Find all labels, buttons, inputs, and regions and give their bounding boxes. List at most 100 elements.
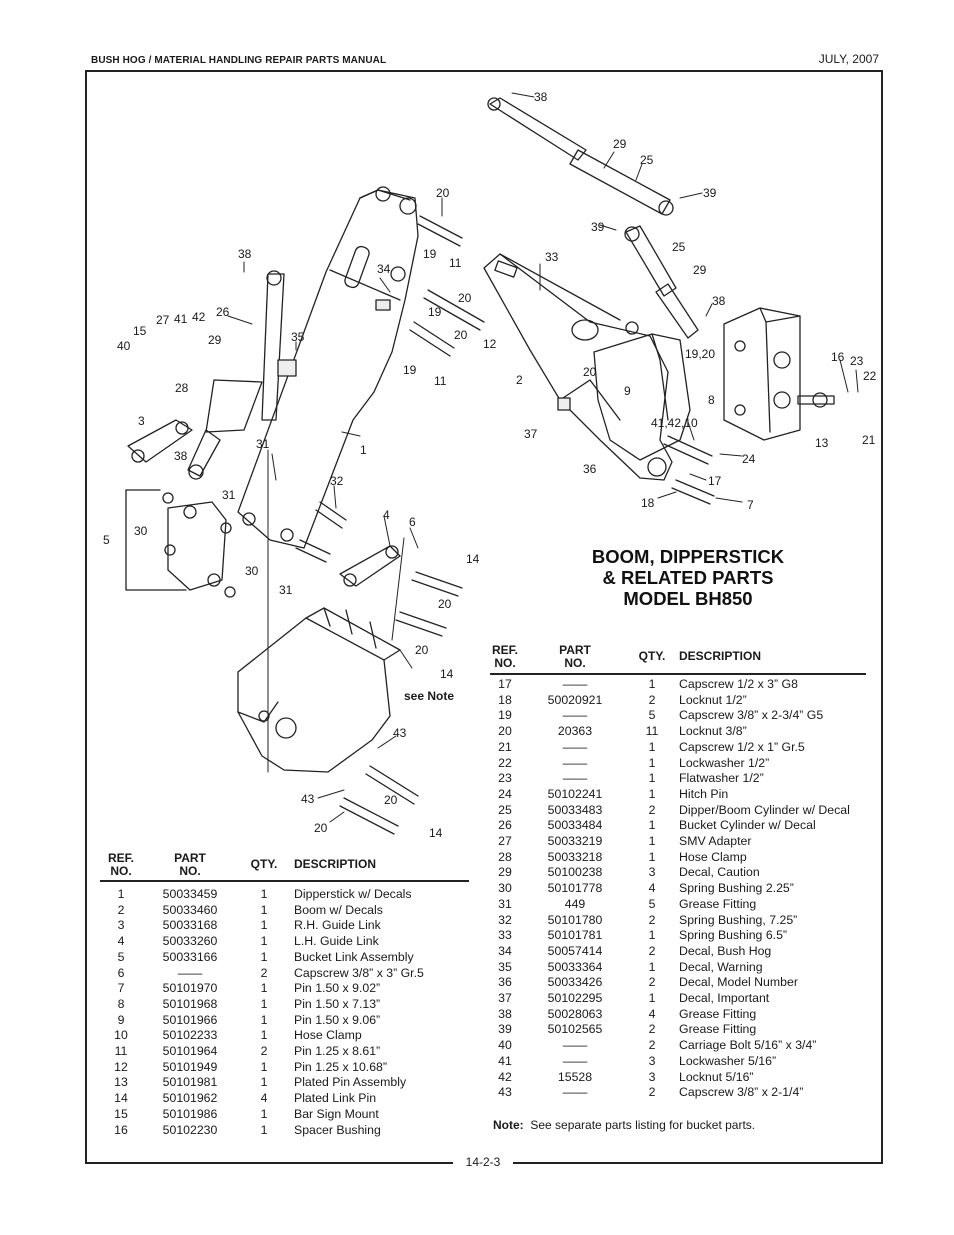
ref-cell: 36 [498, 975, 512, 990]
quantity-cell: 1 [260, 996, 268, 1011]
plated-pin-13 [797, 392, 835, 408]
callout-32: 32 [330, 474, 344, 488]
ref-cell: 35 [498, 959, 512, 974]
lh-guide-link [339, 545, 401, 587]
description-cell: Hose Clamp [294, 1028, 362, 1043]
callout-23: 23 [850, 354, 864, 368]
ref-cell: 7 [117, 981, 125, 996]
quantity-cell: 1 [260, 918, 268, 933]
part-number-cell: 50033364 [547, 959, 603, 974]
ref-cell: 34 [498, 943, 512, 958]
ref-cell: 18 [498, 692, 512, 707]
callout-1: 1 [360, 443, 367, 457]
callout-37: 37 [524, 427, 538, 441]
description-cell: SMV Adapter [679, 834, 752, 849]
quantity-cell: 3 [648, 865, 656, 880]
callout-20: 20 [415, 643, 429, 657]
part-number-cell: —— [562, 1053, 588, 1068]
description-cell: Bucket Cylinder w/ Decal [679, 818, 816, 833]
ref-cell: 15 [114, 1106, 128, 1121]
ref-cell: 27 [498, 834, 512, 849]
callout-3: 3 [138, 414, 145, 428]
callout-39: 39 [703, 186, 717, 200]
quantity-cell: 1 [260, 887, 268, 901]
section-title-line3: MODEL BH850 [623, 588, 753, 609]
description-cell: Dipperstick w/ Decals [294, 887, 412, 901]
description-cell: Bar Sign Mount [294, 1106, 379, 1121]
callout-30: 30 [245, 564, 259, 578]
bucket-note: Note: See separate parts listing for buc… [493, 1118, 755, 1132]
description-cell: Spring Bushing, 7.25” [679, 912, 798, 927]
boom-cylinder-lower [624, 225, 699, 339]
callout-26: 26 [216, 305, 230, 319]
section-title: BOOM, DIPPERSTICK & RELATED PARTS MODEL … [548, 546, 828, 609]
callout-31: 31 [222, 488, 236, 502]
quantity-cell: 2 [260, 1044, 268, 1059]
part-number-cell: 15528 [557, 1069, 593, 1084]
callout-13: 13 [815, 436, 829, 450]
quantity-cell: 1 [260, 1106, 268, 1121]
part-number-cell: 50101780 [547, 912, 603, 927]
quantity-cell: 1 [648, 991, 656, 1006]
description-cell: L.H. Guide Link [294, 934, 379, 949]
ref-cell: 37 [498, 991, 512, 1006]
callout-25: 25 [672, 240, 686, 254]
ref-cell: 39 [498, 1022, 512, 1037]
part-number-cell: 50102565 [547, 1022, 603, 1037]
boom-frame [483, 253, 673, 481]
quantity-cell: 4 [648, 881, 656, 896]
page-number: 14-2-3 [465, 1155, 501, 1169]
callout-11: 11 [449, 256, 462, 270]
description-cell: Plated Pin Assembly [294, 1075, 407, 1090]
callout-19-20: 19,20 [685, 347, 716, 361]
part-number-cell: 50101968 [162, 996, 218, 1011]
col-ref-header: REF.NO. [491, 643, 518, 670]
quantity-cell: 2 [648, 1038, 656, 1053]
callout-6: 6 [409, 515, 416, 529]
quantity-cell: 1 [260, 949, 268, 964]
description-cell: Grease Fitting [679, 896, 757, 911]
description-cell: Decal, Model Number [679, 975, 798, 990]
callout-29: 29 [613, 137, 627, 151]
callout-4: 4 [383, 508, 390, 522]
callout-29: 29 [693, 263, 707, 277]
part-number-cell: 50033459 [162, 887, 218, 901]
callout-40: 40 [117, 339, 131, 353]
part-number-cell: 50102295 [547, 991, 603, 1006]
ref-cell: 5 [117, 949, 125, 964]
description-cell: Hose Clamp [679, 849, 747, 864]
callout-16: 16 [831, 350, 845, 364]
quantity-cell: 2 [648, 912, 656, 927]
callout-35: 35 [291, 330, 305, 344]
section-title-line1: BOOM, DIPPERSTICK [591, 546, 785, 567]
ref-cell: 11 [114, 1044, 128, 1059]
part-number-cell: 50020921 [547, 692, 603, 707]
rh-guide-link [127, 419, 193, 463]
description-cell: Spacer Bushing [294, 1122, 381, 1137]
ref-cell: 1 [117, 887, 125, 901]
description-cell: Lockwasher 1/2” [679, 755, 770, 770]
callout-20: 20 [314, 821, 328, 835]
publish-date: JULY, 2007 [818, 52, 879, 66]
part-number-cell: 50033426 [547, 975, 603, 990]
ref-cell: 31 [498, 896, 512, 911]
quantity-cell: 1 [648, 818, 656, 833]
quantity-cell: 3 [648, 1053, 656, 1068]
callout-17: 17 [708, 474, 722, 488]
callout-15: 15 [133, 324, 147, 338]
description-cell: Capscrew 3/8” x 2-3/4” G5 [679, 708, 824, 723]
